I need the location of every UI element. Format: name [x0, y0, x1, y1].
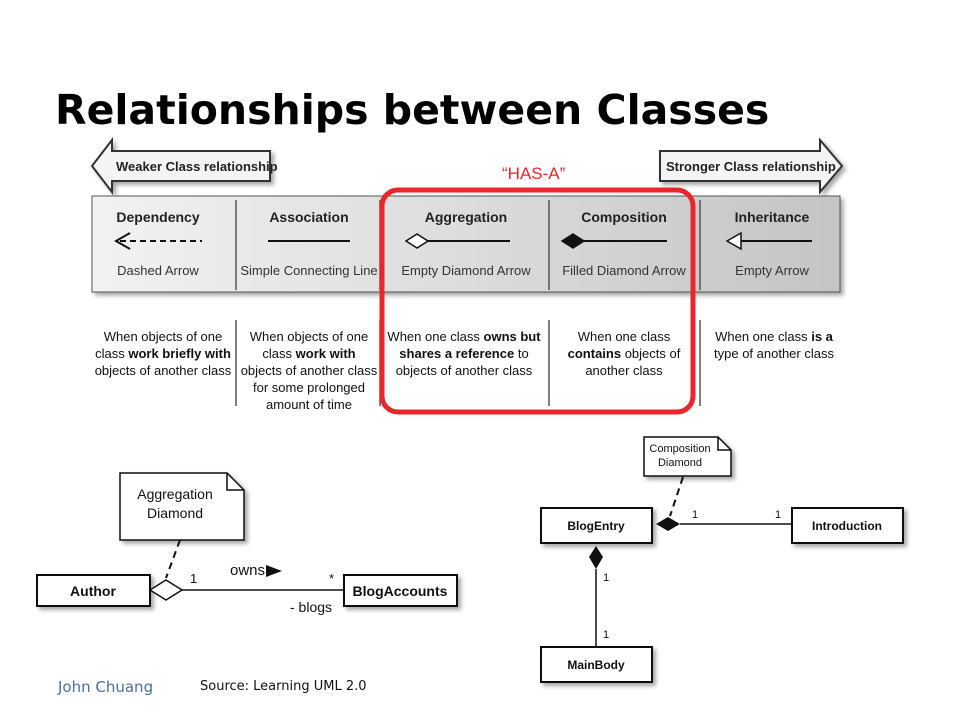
note-anchor-line	[165, 539, 181, 579]
desc-line: type of another class	[714, 346, 834, 361]
composition-note-line1: Composition	[649, 443, 710, 455]
col-arrow-inheritance: Empty Arrow	[735, 263, 809, 278]
footer-author: John Chuang	[57, 678, 153, 696]
col-header-inheritance: Inheritance	[735, 209, 810, 225]
desc-line: When objects of one	[104, 329, 223, 344]
col-header-composition: Composition	[581, 209, 667, 225]
desc-line: for some prolonged	[253, 380, 365, 395]
note-anchor-line	[669, 476, 684, 517]
desc-line: another class	[585, 363, 663, 378]
desc-line: When objects of one	[250, 329, 369, 344]
relationship-band	[91, 195, 841, 293]
desc-line: objects of another class	[95, 363, 232, 378]
desc-aggregation: When one class owns but shares a referenc…	[387, 329, 541, 378]
stronger-label: Stronger Class relationship	[666, 159, 836, 174]
desc-line: class work with	[262, 346, 355, 361]
col-arrow-aggregation: Empty Diamond Arrow	[401, 263, 531, 278]
empty-arrow-icon	[725, 231, 812, 251]
class-author-label: Author	[70, 583, 116, 599]
aggregation-example: Aggregation Diamond Author BlogAccounts …	[36, 472, 458, 615]
empty-diamond-icon	[148, 579, 184, 601]
desc-line: When one class	[578, 329, 671, 344]
empty-diamond-icon	[404, 233, 510, 249]
composition-mult-h-right: 1	[775, 509, 781, 521]
filled-diamond-icon	[656, 517, 680, 531]
desc-association: When objects of one class work with object…	[241, 329, 378, 412]
class-author	[36, 574, 151, 607]
class-mainbody-label: MainBody	[567, 658, 625, 672]
desc-line: class work briefly with	[95, 346, 231, 361]
desc-line: objects of another class	[241, 363, 378, 378]
desc-line: amount of time	[266, 397, 352, 412]
direction-triangle-icon	[266, 565, 282, 577]
weaker-arrow: Weaker Class relationship	[90, 137, 278, 195]
desc-inheritance: When one class is a type of another class	[714, 329, 834, 361]
desc-composition: When one class contains objects of another…	[568, 329, 681, 378]
aggregation-note-line1: Aggregation	[137, 486, 213, 502]
aggregation-note	[119, 472, 245, 541]
desc-line: objects of another class	[396, 363, 533, 378]
desc-line: When one class owns but	[387, 329, 541, 344]
composition-note-line2: Diamond	[658, 457, 702, 469]
aggregation-note-line2: Diamond	[147, 505, 203, 521]
col-header-aggregation: Aggregation	[425, 209, 507, 225]
has-a-highlight-box	[379, 187, 696, 415]
footer-source: Source: Learning UML 2.0	[200, 679, 367, 694]
col-arrow-composition: Filled Diamond Arrow	[562, 263, 686, 278]
class-blogentry	[540, 507, 653, 544]
desc-line: contains objects of	[568, 346, 681, 361]
col-header-dependency: Dependency	[116, 209, 199, 225]
composition-mult-h-left: 1	[692, 509, 698, 521]
composition-mult-v-top: 1	[603, 572, 609, 584]
class-blogentry-label: BlogEntry	[567, 519, 625, 533]
weaker-label: Weaker Class relationship	[116, 159, 278, 174]
composition-mult-v-bottom: 1	[603, 629, 609, 641]
has-a-label: “HAS-A”	[502, 164, 566, 183]
col-arrow-association: Simple Connecting Line	[240, 263, 377, 278]
composition-note	[643, 436, 732, 477]
composition-example: Composition Diamond BlogEntry Introducti…	[540, 436, 904, 683]
aggregation-mult-left: 1	[190, 571, 197, 586]
filled-diamond-icon	[560, 233, 667, 249]
class-mainbody	[540, 646, 653, 683]
page-title: Relationships between Classes	[55, 86, 769, 134]
col-header-association: Association	[269, 209, 348, 225]
desc-line: shares a reference to	[399, 346, 528, 361]
class-introduction-label: Introduction	[812, 519, 882, 533]
class-blogaccounts-label: BlogAccounts	[353, 583, 448, 599]
association-name: owns	[230, 562, 265, 579]
class-introduction	[791, 507, 904, 544]
dashed-arrow-icon	[113, 232, 202, 250]
desc-dependency: When objects of one class work briefly wi…	[95, 329, 232, 378]
col-arrow-dependency: Dashed Arrow	[117, 263, 199, 278]
filled-diamond-icon	[589, 546, 603, 569]
role-name: - blogs	[290, 599, 332, 615]
desc-line: When one class is a	[715, 329, 834, 344]
stronger-arrow: Stronger Class relationship	[659, 137, 844, 195]
aggregation-mult-right: *	[329, 571, 334, 586]
